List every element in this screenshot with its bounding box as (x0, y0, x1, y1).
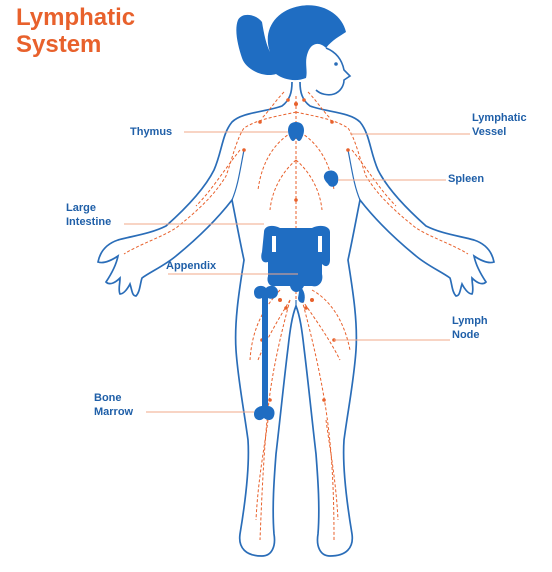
lymphatic-vessels (124, 92, 468, 540)
label-lymphatic-vessel: Lymphatic Vessel (472, 111, 527, 139)
label-bone-marrow-line-1: Bone (94, 391, 133, 405)
large-intestine-organ (261, 226, 330, 292)
label-thymus: Thymus (130, 125, 172, 139)
label-spleen: Spleen (448, 172, 484, 186)
label-lymph-node-line-2: Node (452, 328, 488, 342)
label-lymphatic-vessel-line-1: Lymphatic (472, 111, 527, 125)
label-lymph-node: Lymph Node (452, 314, 488, 342)
label-bone-marrow: Bone Marrow (94, 391, 133, 419)
label-bone-marrow-line-2: Marrow (94, 405, 133, 419)
label-lymphatic-vessel-line-2: Vessel (472, 125, 527, 139)
label-large-intestine: Large Intestine (66, 201, 111, 229)
label-appendix: Appendix (166, 259, 216, 273)
arm-inner-left (232, 150, 244, 200)
face-outline (316, 48, 350, 95)
eye-mark (334, 62, 338, 66)
hair-shape (236, 5, 346, 80)
label-large-intestine-line-1: Large (66, 201, 111, 215)
label-lymph-node-line-1: Lymph (452, 314, 488, 328)
label-large-intestine-line-2: Intestine (66, 215, 111, 229)
spleen-organ (324, 170, 338, 186)
arm-inner-right (348, 150, 360, 200)
bone-marrow-organ (254, 286, 278, 420)
